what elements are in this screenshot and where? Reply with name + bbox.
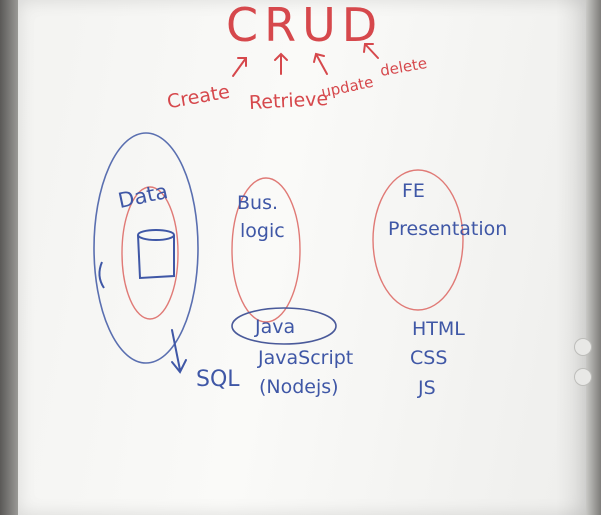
html-label: HTML xyxy=(412,318,465,340)
business-label-line2: logic xyxy=(240,220,285,242)
board-frame-left xyxy=(0,0,18,515)
java-label: Java xyxy=(255,316,296,338)
arrow-delete xyxy=(363,43,379,59)
op-retrieve: Retrieve xyxy=(248,87,329,115)
board-edge-shadow xyxy=(556,0,586,515)
business-label-line1: Bus. xyxy=(237,192,279,214)
data-left-mark xyxy=(98,261,105,289)
mount-knob-upper xyxy=(574,338,592,356)
presentation-label-line2: Presentation xyxy=(388,218,508,240)
database-icon xyxy=(137,229,175,280)
whiteboard-surface xyxy=(18,0,586,515)
javascript-label: JavaScript xyxy=(258,347,354,369)
arrow-update xyxy=(313,52,328,75)
sql-label: SQL xyxy=(196,367,240,392)
board-frame-right xyxy=(586,0,601,515)
css-label: CSS xyxy=(410,347,448,369)
red-arrows xyxy=(232,43,379,77)
arrow-retrieve xyxy=(274,52,288,75)
crud-title: CRUD xyxy=(226,0,384,52)
arrow-create xyxy=(232,57,247,77)
data-inner-ellipse xyxy=(121,186,179,320)
js-label: JS xyxy=(418,377,436,399)
data-outer-ellipse xyxy=(93,132,199,364)
sql-arrow xyxy=(171,329,187,374)
mount-knob-lower xyxy=(574,368,592,386)
presentation-ellipse xyxy=(372,169,464,311)
business-ellipse xyxy=(231,177,301,323)
nodejs-label: (Nodejs) xyxy=(259,376,339,398)
java-ellipse xyxy=(231,307,337,345)
presentation-label-line1: FE xyxy=(402,180,425,202)
